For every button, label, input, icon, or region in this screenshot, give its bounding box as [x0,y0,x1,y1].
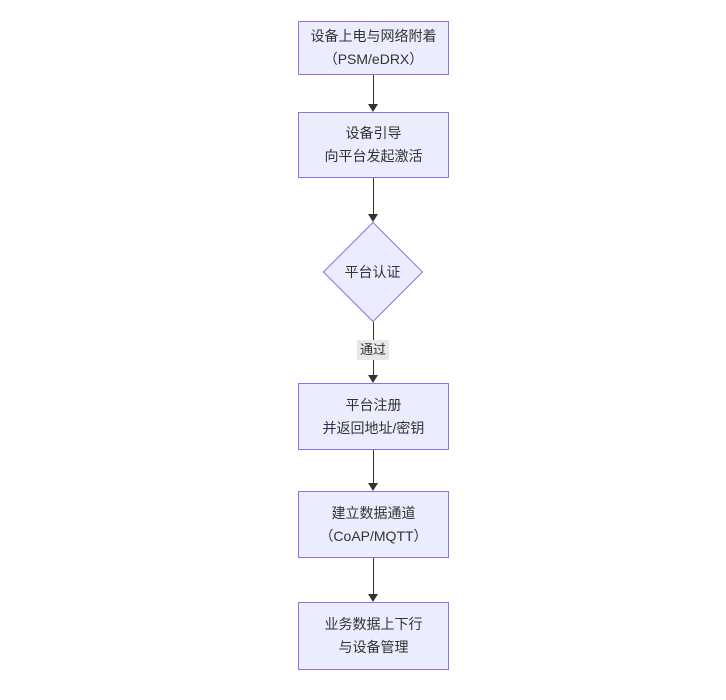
edge-line [372,75,374,105]
arrowhead-down-icon [368,375,378,383]
node-text-line: 与设备管理 [338,639,409,655]
node-text-line: （PSM/eDRX） [323,51,424,67]
edge-line [372,450,374,484]
node-text-line: 设备上电与网络附着 [310,28,437,44]
arrowhead-down-icon [368,104,378,112]
node-text-line: 并返回地址/密钥 [322,419,425,436]
node-text-line: 平台认证 [344,264,401,280]
node-device-power-attach: 设备上电与网络附着 （PSM/eDRX） [298,21,449,75]
node-text-line: 平台注册 [345,396,402,413]
edge-e-f [368,558,378,602]
node-text-line: 建立数据通道 [331,504,416,521]
edge-label-pass: 通过 [356,340,390,360]
edge-line [372,178,374,215]
edge-a-b [368,75,378,112]
node-device-bootstrap: 设备引导 向平台发起激活 [298,112,449,178]
edge-b-c [368,178,378,222]
arrowhead-down-icon [368,214,378,222]
node-platform-register: 平台注册 并返回地址/密钥 [298,383,449,450]
arrowhead-down-icon [368,483,378,491]
node-business-data: 业务数据上下行 与设备管理 [298,602,449,670]
node-text-line: 设备引导 [345,125,402,141]
edge-line [372,558,374,595]
node-text-line: 业务数据上下行 [324,616,423,632]
node-text-line: 向平台发起激活 [324,148,423,164]
edge-d-e [368,450,378,491]
node-data-channel: 建立数据通道 （CoAP/MQTT） [298,491,449,558]
node-platform-auth-decision: 平台认证 [322,221,423,323]
node-text-line: （CoAP/MQTT） [319,527,428,544]
arrowhead-down-icon [368,594,378,602]
